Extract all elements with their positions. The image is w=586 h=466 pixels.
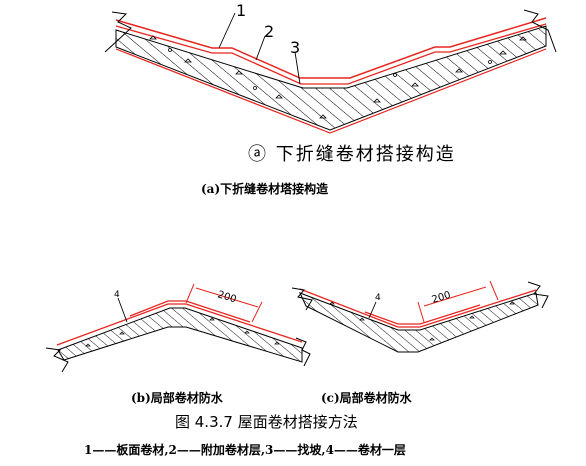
panel-b-membrane — [56, 303, 303, 346]
callout-3-leader — [294, 51, 301, 85]
panel-b-dim-line — [195, 287, 259, 308]
panel-c-break-right — [527, 281, 549, 309]
panel-b-slab — [57, 307, 303, 363]
panel-b-section: 200 4 (b)局部卷材防水 — [45, 283, 311, 405]
panel-c-dimension: 200 — [431, 290, 452, 306]
panel-a-slab — [115, 25, 547, 131]
callout-2: 2 — [264, 22, 274, 41]
panel-a-caption: (a)下折缝卷材塔接构造 — [201, 181, 329, 196]
panel-b-membrane-lap — [129, 300, 251, 323]
panel-a-aggregate — [149, 35, 527, 119]
callout-1: 1 — [236, 1, 246, 20]
panel-a-membrane-top — [115, 17, 547, 79]
panel-b-callout: 4 — [114, 290, 120, 300]
panel-c-membrane — [299, 288, 537, 328]
callout-1-leader — [218, 12, 236, 49]
panel-c-dim-ext-left — [417, 301, 425, 323]
panel-b-caption: (b)局部卷材防水 — [131, 390, 224, 405]
panel-a-membrane-second — [115, 23, 547, 85]
panel-c-dim-ext-right — [489, 280, 499, 301]
callout-3: 3 — [290, 38, 300, 57]
panel-b-dimension: 200 — [216, 289, 237, 305]
panel-b-break-right — [295, 337, 311, 367]
panel-c-dim-line — [423, 286, 487, 307]
callout-2-leader — [255, 35, 266, 61]
panel-b-callout-leader — [117, 297, 128, 323]
panel-c-section: 200 4 (c)局部卷材防水 — [291, 280, 549, 405]
panel-a-membrane-bottom — [115, 48, 547, 134]
panel-a-break-right — [523, 9, 557, 53]
panel-a-break-left — [104, 11, 132, 53]
panel-c-callout: 4 — [375, 293, 381, 303]
figure-legend: 1——板面卷材,2——附加卷材层,3——找坡,4——卷材一层 — [84, 442, 406, 457]
panel-b-dim-ext-left — [185, 283, 195, 304]
panel-c-membrane-lap — [364, 304, 481, 325]
panel-b-break-left — [45, 347, 69, 373]
panel-b-dim-ext-right — [251, 301, 263, 323]
figure-title: 图 4.3.7 屋面卷材搭接方法 — [175, 413, 358, 431]
panel-c-aggregate — [329, 301, 515, 341]
panel-a-section: 1 2 3 ⓐ 下折缝卷材搭接构造 (a)下折缝卷材塔接构造 — [104, 1, 557, 196]
panel-c-slab — [299, 292, 539, 353]
panel-c-callout-leader — [368, 301, 377, 319]
panel-c-break-left — [291, 287, 313, 311]
panel-c-caption: (c)局部卷材防水 — [321, 390, 413, 405]
panel-b-aggregate — [85, 317, 280, 347]
panel-a-large-title: ⓐ 下折缝卷材搭接构造 — [248, 144, 456, 165]
